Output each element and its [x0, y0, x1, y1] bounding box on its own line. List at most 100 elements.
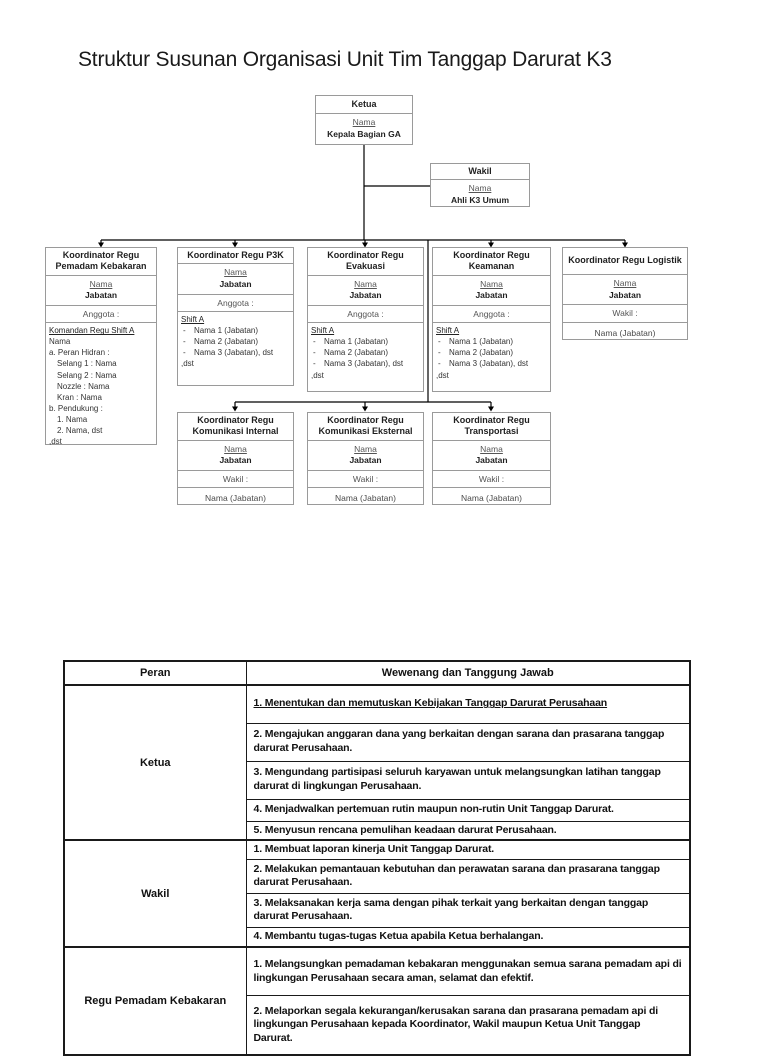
org-box-transportasi: Koordinator Regu Transportasi Nama Jabat… — [432, 412, 551, 505]
org-box-keamanan: Koordinator Regu Keamanan Nama Jabatan A… — [432, 247, 551, 392]
connector-lines — [100, 145, 626, 407]
table-header-peran: Peran — [63, 660, 247, 686]
detail-line: Nozzle : Nama — [57, 381, 110, 391]
wakil-name-section: Nama Ahli K3 Umum — [431, 179, 529, 209]
connector-arrowheads — [98, 242, 628, 412]
box-name-section: Nama Jabatan — [178, 263, 293, 293]
shift-member: -Nama 1 (Jabatan) — [183, 326, 259, 336]
duty-cell: 1. Membuat laporan kinerja Unit Tanggap … — [245, 839, 691, 860]
role-cell-regu-pemadam: Regu Pemadam Kebakaran — [63, 946, 247, 1056]
shift-member: -Nama 2 (Jabatan) — [438, 348, 514, 358]
box-title: Koordinator Regu Transportasi — [453, 415, 530, 437]
shift-heading: Shift A — [436, 326, 460, 336]
detail-line: Nama — [49, 337, 71, 347]
page-title: Struktur Susunan Organisasi Unit Tim Tan… — [78, 48, 612, 71]
box-title: Koordinator Regu P3K — [187, 250, 284, 260]
duties-table: Peran Wewenang dan Tanggung Jawab Ketua … — [63, 660, 691, 1056]
detail-line: b. Pendukung : — [49, 403, 103, 413]
duty-cell: 2. Mengajukan anggaran dana yang berkait… — [245, 722, 691, 762]
detail-line: Kran : Nama — [57, 392, 102, 402]
name-label: Nama — [480, 278, 503, 289]
detail-line: 2. Nama, dst — [57, 425, 103, 435]
org-box-ketua: Ketua Nama Kepala Bagian GA — [315, 95, 413, 145]
shift-member: -Nama 2 (Jabatan) — [313, 348, 389, 358]
wakil-value: Nama (Jabatan) — [308, 487, 423, 509]
anggota-label: Anggota : — [178, 293, 293, 312]
jabatan-label: Jabatan — [219, 278, 252, 289]
box-title: Koordinator Regu Keamanan — [453, 250, 530, 272]
org-box-komunikasi-eksternal: Koordinator Regu Komunikasi Eksternal Na… — [307, 412, 424, 505]
box-name-section: Nama Jabatan — [308, 439, 423, 470]
anggota-label: Anggota : — [433, 304, 550, 323]
etc-label: ,dst — [311, 370, 324, 380]
members-detail: Shift A -Nama 1 (Jabatan) -Nama 2 (Jabat… — [308, 322, 423, 391]
members-detail: Komandan Regu Shift A Nama a. Peran Hidr… — [46, 322, 156, 448]
wakil-value: Nama (Jabatan) — [563, 321, 687, 344]
duty-cell: 1. Melangsungkan pemadaman kebakaran men… — [245, 946, 691, 996]
members-detail: Shift A -Nama 1 (Jabatan) -Nama 2 (Jabat… — [178, 311, 293, 385]
box-name-section: Nama Jabatan — [433, 439, 550, 470]
org-box-komunikasi-internal: Koordinator Regu Komunikasi Internal Nam… — [177, 412, 294, 505]
wakil-value: Nama (Jabatan) — [433, 487, 550, 509]
shift-member: -Nama 3 (Jabatan), dst — [183, 348, 274, 358]
duty-cell: 1. Menentukan dan memutuskan Kebijakan T… — [245, 684, 691, 724]
ketua-role-label: Ketua — [351, 98, 377, 109]
shift-member: -Nama 3 (Jabatan), dst — [438, 359, 529, 369]
etc-label: ,dst — [436, 370, 449, 380]
ketua-position: Kepala Bagian GA — [327, 128, 401, 139]
org-box-pemadam-kebakaran: Koordinator Regu Pemadam Kebakaran Nama … — [45, 247, 157, 448]
duty-cell: 2. Melaporkan segala kekurangan/kerusaka… — [245, 994, 691, 1056]
box-name-section: Nama Jabatan — [308, 274, 423, 305]
jabatan-label: Jabatan — [475, 290, 508, 301]
anggota-label: Anggota : — [46, 304, 156, 323]
wakil-position: Ahli K3 Umum — [450, 194, 510, 205]
jabatan-label: Jabatan — [219, 455, 252, 466]
shift-member: -Nama 2 (Jabatan) — [183, 337, 259, 347]
etc-label: ,dst — [181, 359, 194, 369]
wakil-label: Wakil : — [178, 469, 293, 488]
jabatan-label: Jabatan — [608, 289, 642, 300]
box-name-section: Nama Jabatan — [178, 439, 293, 470]
org-box-p3k: Koordinator Regu P3K Nama Jabatan Anggot… — [177, 247, 294, 386]
detail-heading: Komandan Regu Shift A — [49, 326, 135, 336]
shift-member: -Nama 3 (Jabatan), dst — [313, 359, 404, 369]
shift-member: -Nama 1 (Jabatan) — [313, 337, 389, 347]
wakil-label: Wakil : — [563, 304, 687, 322]
anggota-label: Anggota : — [308, 304, 423, 323]
detail-line: Selang 1 : Nama — [57, 359, 117, 369]
wakil-value: Nama (Jabatan) — [178, 487, 293, 509]
detail-line: ,dst — [49, 436, 62, 446]
org-box-evakuasi: Koordinator Regu Evakuasi Nama Jabatan A… — [307, 247, 424, 392]
name-label: Nama — [354, 443, 377, 454]
shift-heading: Shift A — [181, 315, 205, 325]
detail-line: 1. Nama — [57, 414, 88, 424]
detail-line: a. Peran Hidran : — [49, 348, 110, 358]
role-cell-ketua: Ketua — [63, 684, 247, 841]
box-title: Koordinator Regu Komunikasi Internal — [192, 415, 279, 437]
wakil-role-label: Wakil — [468, 165, 492, 176]
box-title: Koordinator Regu Logistik — [568, 255, 682, 266]
org-chart-connectors — [98, 145, 628, 412]
ketua-name-label: Nama — [352, 117, 376, 127]
jabatan-label: Jabatan — [475, 455, 508, 466]
shift-heading: Shift A — [311, 326, 335, 336]
table-header-wewenang: Wewenang dan Tanggung Jawab — [245, 660, 691, 686]
box-name-section: Nama Jabatan — [563, 274, 687, 304]
jabatan-label: Jabatan — [349, 455, 382, 466]
duty-cell: 5. Menyusun rencana pemulihan keadaan da… — [245, 820, 691, 841]
org-box-logistik: Koordinator Regu Logistik Nama Jabatan W… — [562, 247, 688, 340]
duty-cell: 4. Membantu tugas-tugas Ketua apabila Ke… — [245, 926, 691, 948]
role-cell-wakil: Wakil — [63, 839, 247, 948]
wakil-label: Wakil : — [433, 469, 550, 488]
name-label: Nama — [354, 278, 377, 289]
name-label: Nama — [613, 278, 637, 288]
name-label: Nama — [224, 267, 247, 278]
org-chart: Ketua Nama Kepala Bagian GA Wakil Nama A… — [0, 0, 768, 520]
box-name-section: Nama Jabatan — [433, 274, 550, 305]
jabatan-label: Jabatan — [84, 290, 118, 301]
box-title: Koordinator Regu Pemadam Kebakaran — [55, 250, 147, 272]
box-title: Koordinator Regu Komunikasi Eksternal — [318, 415, 413, 437]
box-name-section: Nama Jabatan — [46, 274, 156, 305]
org-box-wakil: Wakil Nama Ahli K3 Umum — [430, 163, 530, 207]
